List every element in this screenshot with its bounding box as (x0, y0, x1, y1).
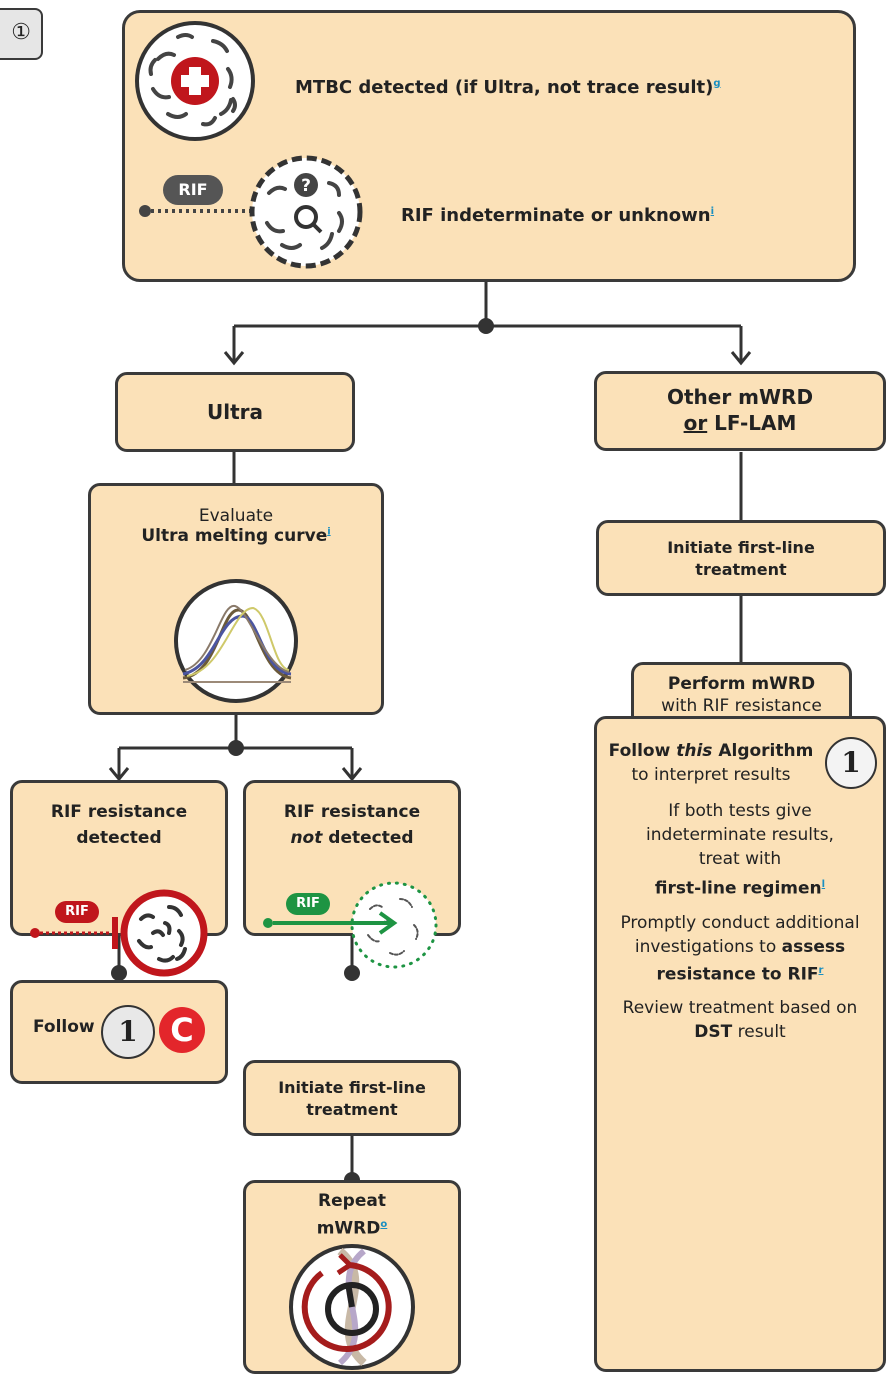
first-line-regimen-label: first-line regimenl (609, 873, 871, 901)
step-badge: ① (0, 8, 43, 60)
footnote-g-link[interactable]: g (713, 78, 721, 89)
algorithm-1-icon[interactable]: 1 (101, 1005, 155, 1059)
algorithm-1-number-right: 1 (841, 746, 861, 779)
rif-pass-through-icon (263, 881, 438, 969)
review-treatment-label: Review treatment based on DST result (609, 996, 871, 1044)
repeat-mwrd-icon (289, 1244, 415, 1370)
algorithm-1-number: 1 (118, 1015, 138, 1048)
repeat-mwrd-box: Repeat mWRDo (243, 1180, 461, 1374)
rif-red-tag: RIF (55, 901, 99, 923)
rif-not-detected-line1: RIF resistance (283, 802, 421, 822)
rif-resistance-detected-label: RIF resistance detected (50, 802, 188, 848)
mtbc-detected-box: MTBC detected (if Ultra, not trace resul… (122, 10, 856, 282)
promptly-conduct-text: Promptly conduct additional investigatio… (620, 912, 860, 957)
step-badge-number: ① (11, 20, 31, 45)
mwrd-text: mWRD (316, 1218, 381, 1239)
mtbc-detected-label: MTBC detected (if Ultra, not trace resul… (295, 73, 835, 99)
melting-curve-text: Ultra melting curve (141, 526, 328, 546)
dst-text: DST (694, 1022, 733, 1043)
rif-dotted-line-icon (139, 205, 253, 217)
svg-text:?: ? (301, 176, 311, 196)
melting-curve-label: Ultra melting curvei (91, 526, 381, 546)
first-line-regimen-text: first-line regimen (654, 878, 822, 899)
footnote-r-link[interactable]: r (818, 964, 824, 976)
algorithm-1-icon-right[interactable]: 1 (825, 737, 877, 789)
result-text: result (732, 1022, 786, 1043)
follow-text: Follow (608, 741, 677, 761)
footnote-o-link[interactable]: o (380, 1219, 388, 1230)
this-text: this (676, 741, 713, 761)
initiate-first-line-right-label: Initiate first-line treatment (667, 538, 815, 579)
lflam-text: LF-LAM (707, 411, 797, 435)
repeat-mwrd-label: mWRDo (246, 1213, 458, 1241)
rif-green-tag: RIF (286, 893, 330, 915)
other-mwrd-box: Other mWRD or LF-LAM (594, 371, 886, 451)
promptly-conduct-label: Promptly conduct additional investigatio… (609, 911, 871, 987)
rif-indeterminate-text: RIF indeterminate or unknown (401, 205, 711, 226)
detected-text: detected (322, 828, 414, 848)
rif-not-detected-line2: not detected (256, 825, 448, 851)
other-mwrd-label: Other mWRD (666, 385, 814, 409)
not-text: not (290, 828, 323, 848)
rif-green-tag-text: RIF (296, 896, 320, 911)
follow-this-algorithm-label: Follow this Algorithm (607, 739, 815, 763)
assess-resistance-text: assess resistance to RIF (656, 936, 846, 985)
review-treatment-text: Review treatment based on (622, 998, 858, 1019)
initiate-first-line-left-label: Initiate first-line treatment (278, 1078, 426, 1119)
rif-not-detected-box: RIF resistance not detected RIF (243, 780, 461, 969)
perform-mwrd-label: Perform mWRD (667, 674, 816, 694)
follow-1c-box: Follow 1 C (10, 980, 228, 1084)
footnote-i-link[interactable]: i (710, 206, 715, 217)
evaluate-label: Evaluate (198, 506, 274, 526)
follow-this-algorithm-box: Follow this Algorithm to interpret resul… (594, 716, 886, 1372)
rif-tag: RIF (163, 175, 223, 205)
or-text: or (683, 411, 708, 435)
follow-label: Follow (33, 1017, 95, 1037)
variant-c-icon[interactable]: C (159, 1007, 205, 1053)
rif-unknown-icon: ? (249, 155, 363, 269)
footnote-l-link[interactable]: l (821, 879, 826, 890)
mtbc-positive-icon (135, 21, 255, 141)
rif-indeterminate-label: RIF indeterminate or unknowni (401, 201, 841, 227)
ultra-box: Ultra (115, 372, 355, 452)
initiate-first-line-right-box: Initiate first-line treatment (596, 520, 886, 596)
rif-blocked-icon (30, 889, 208, 977)
variant-c-letter: C (170, 1011, 194, 1049)
rif-red-tag-text: RIF (65, 904, 89, 919)
melting-curve-icon (174, 579, 298, 703)
ultra-label: Ultra (206, 400, 263, 424)
footnote-i-link-2[interactable]: i (327, 526, 331, 538)
evaluate-melting-curve-box: Evaluate Ultra melting curvei (88, 483, 384, 715)
repeat-label: Repeat (318, 1191, 386, 1211)
both-indeterminate-text: If both tests give indeterminate results… (646, 801, 834, 869)
or-lflam-label: or LF-LAM (597, 410, 883, 436)
interpret-results-text: to interpret results (631, 765, 791, 785)
initiate-first-line-left-box: Initiate first-line treatment (243, 1060, 461, 1136)
mtbc-detected-text: MTBC detected (if Ultra, not trace resul… (295, 77, 714, 98)
rif-resistance-detected-box: RIF resistance detected RIF (10, 780, 228, 977)
rif-tag-text: RIF (178, 180, 208, 199)
algorithm-text: Algorithm (712, 741, 814, 761)
